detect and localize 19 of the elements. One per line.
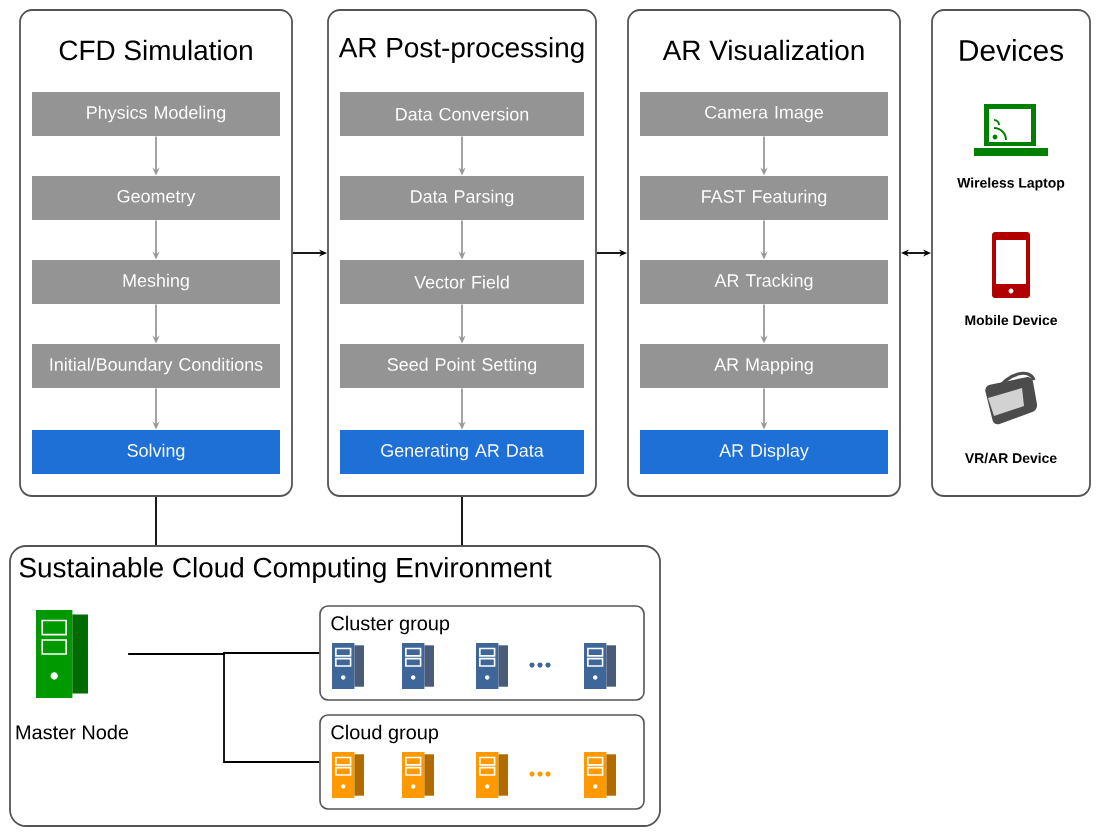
step-box: Physics Modeling xyxy=(32,92,280,136)
master-node: Master Node xyxy=(16,610,129,740)
step-box: Meshing xyxy=(32,260,280,304)
step-box: FAST Featuring xyxy=(640,176,888,220)
group-box: Cloud group xyxy=(319,714,645,810)
output-box: Generating AR Data xyxy=(340,430,584,474)
step-box: Initial/Boundary Conditions xyxy=(32,344,280,388)
step-box: Camera Image xyxy=(640,92,888,136)
step-box: Geometry xyxy=(32,176,280,220)
step-box: Seed Point Setting xyxy=(340,344,584,388)
step-box: Data Parsing xyxy=(340,176,584,220)
group-box: Cluster group xyxy=(319,605,645,701)
output-box: Solving xyxy=(32,430,280,474)
step-box: AR Mapping xyxy=(640,344,888,388)
step-box: AR Tracking xyxy=(640,260,888,304)
step-box: Data Conversion xyxy=(340,92,584,136)
output-box: AR Display xyxy=(640,430,888,474)
step-box: Vector Field xyxy=(340,260,584,304)
node-label: Master Node xyxy=(16,724,129,740)
